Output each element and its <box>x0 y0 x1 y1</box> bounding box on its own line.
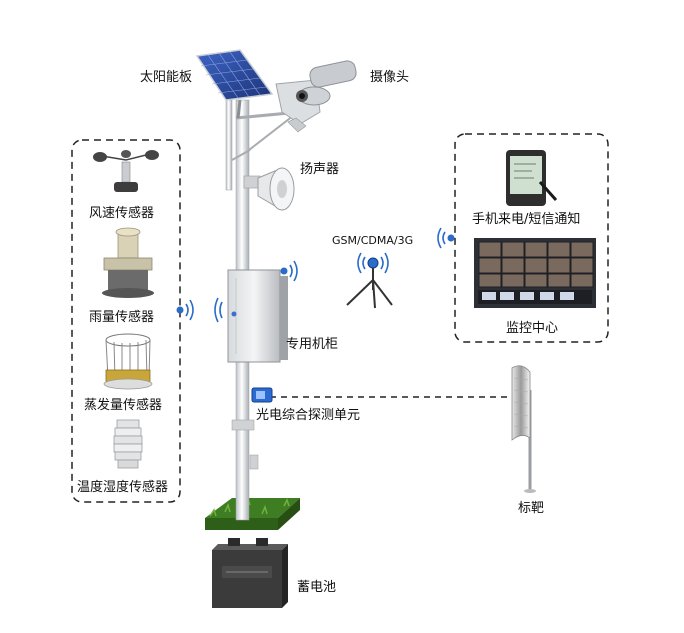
monitoring-wall <box>474 238 596 308</box>
label-sensor-evaporation: 蒸发量传感器 <box>84 398 163 413</box>
label-target: 标靶 <box>518 501 545 516</box>
label-camera: 摄像头 <box>370 70 410 85</box>
solar-panel <box>195 49 274 119</box>
mobile-phone-device <box>506 150 558 206</box>
label-phone-notify: 手机来电/短信通知 <box>472 212 581 227</box>
label-cabinet: 专用机柜 <box>286 337 339 352</box>
label-solar-panel: 太阳能板 <box>140 70 193 85</box>
evaporation-device <box>103 333 153 390</box>
grass-base <box>205 497 300 530</box>
signal-antenna-icon <box>357 252 389 274</box>
label-network: GSM/CDMA/3G <box>332 234 414 247</box>
tripod-antenna <box>346 257 393 309</box>
wireless-signals <box>176 227 455 323</box>
label-sensor-rain: 雨量传感器 <box>89 310 155 325</box>
signal-sensors-icon <box>176 299 194 321</box>
battery-device <box>212 538 288 608</box>
label-monitor-center: 监控中心 <box>506 321 559 336</box>
rain-gauge-device <box>102 227 154 298</box>
signal-cabinet-top-icon <box>280 260 298 282</box>
signal-cabinet-left-icon <box>214 297 223 323</box>
photoelectric-unit <box>251 387 273 403</box>
anemometer-device <box>93 150 159 192</box>
remote-group-box <box>454 133 609 343</box>
signal-remote-icon <box>437 227 455 249</box>
target-reflector <box>511 365 536 493</box>
equipment-cabinet <box>227 269 288 363</box>
speaker-horn <box>243 167 295 211</box>
temp-humidity-device <box>113 419 143 469</box>
camera-device <box>275 60 357 133</box>
label-sensor-wind: 风速传感器 <box>89 206 155 221</box>
label-battery: 蓄电池 <box>297 580 337 595</box>
label-speaker: 扬声器 <box>300 162 340 177</box>
label-photo-unit: 光电综合探测单元 <box>256 408 361 423</box>
sensor-group-box <box>71 139 181 503</box>
label-sensor-temp-humidity: 温度湿度传感器 <box>77 480 169 495</box>
